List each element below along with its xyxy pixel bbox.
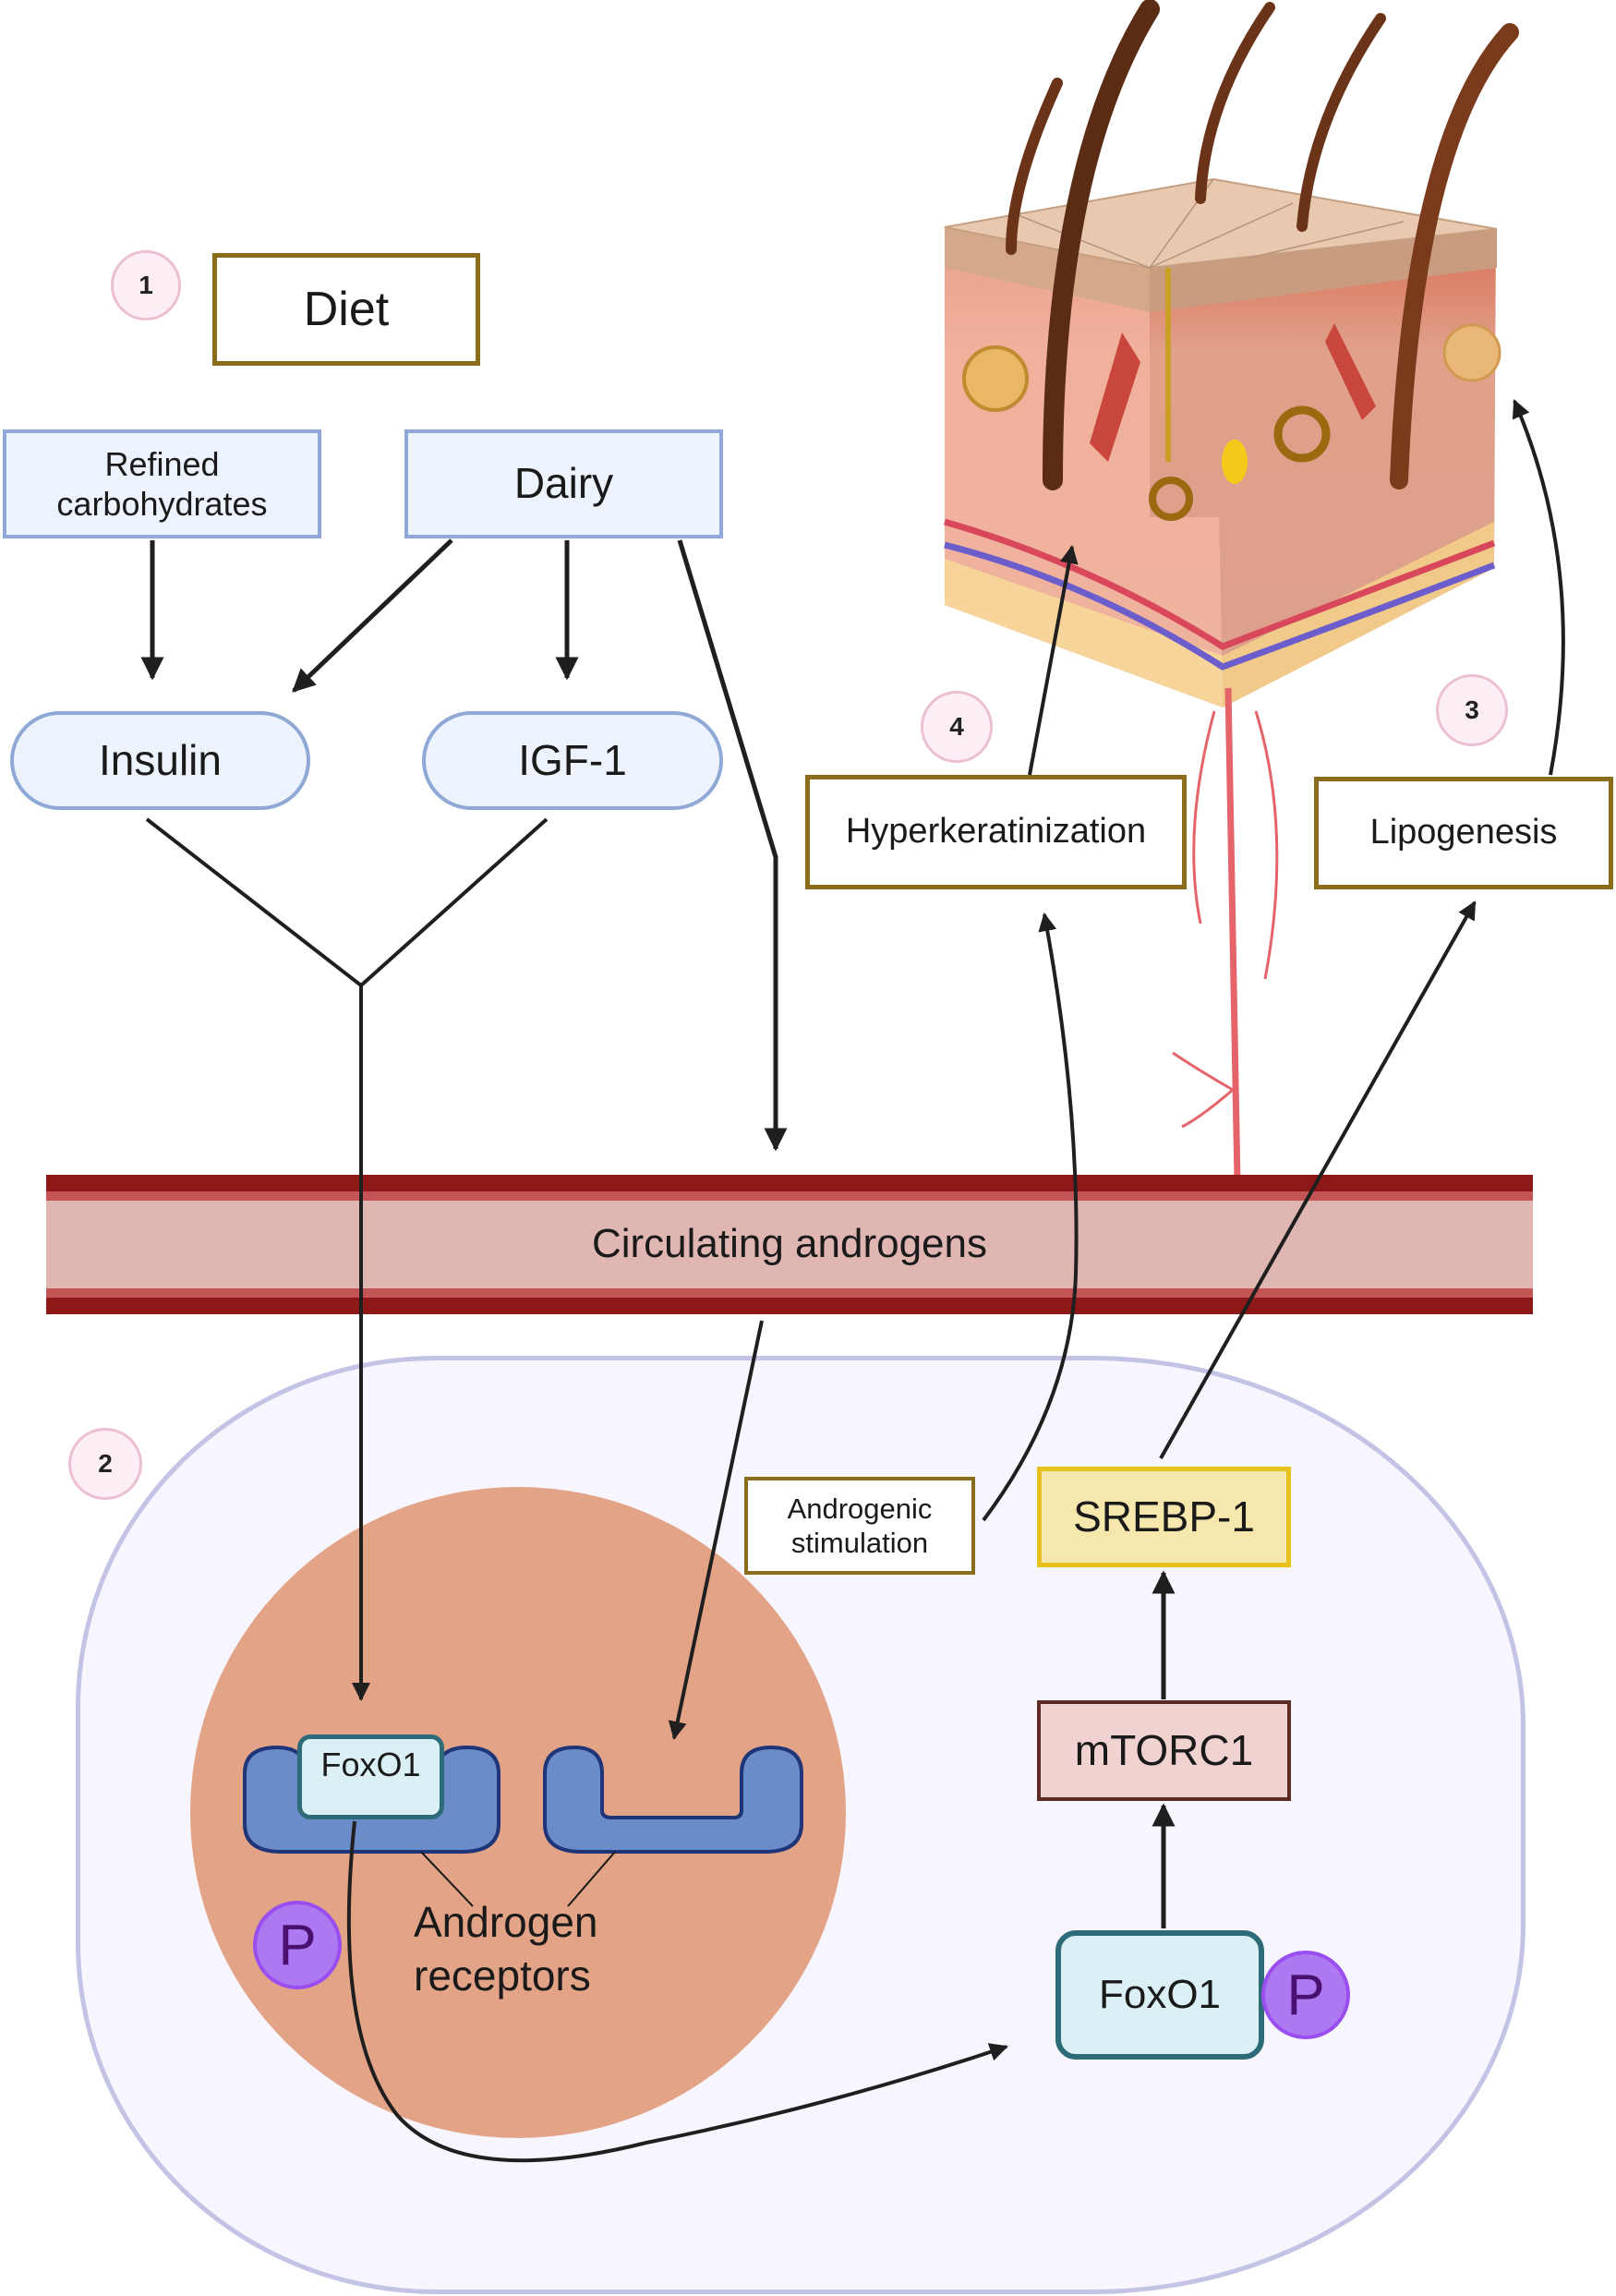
androgenic-line1: Androgenic (787, 1492, 933, 1525)
phosphate-label: P (278, 1913, 317, 1977)
arrow-foxo1-export (346, 1820, 1008, 2163)
diet-label: Diet (303, 282, 390, 336)
step-4-badge: 4 (921, 691, 993, 763)
igf1-label: IGF-1 (518, 735, 627, 784)
dairy-box: Dairy (404, 429, 723, 538)
insulin-label: Insulin (99, 735, 222, 784)
foxo1-label: FoxO1 (1098, 1971, 1222, 2017)
phosphate-icon: P (253, 1901, 342, 1989)
lipogenesis-label: Lipogenesis (1369, 813, 1558, 852)
arrow-androgens-to-receptor (668, 1320, 764, 1740)
mtorc1-label: mTORC1 (1074, 1725, 1254, 1774)
arrow-srebp1-to-lipogenesis (1159, 900, 1477, 1459)
vessel-icon (1224, 687, 1241, 1183)
androgenic-stimulation-box: Androgenic stimulation (744, 1477, 975, 1575)
arrow-lipogenesis-to-skin (1512, 399, 1565, 776)
fat-layer-left (945, 559, 1223, 707)
step-1-badge: 1 (111, 250, 181, 320)
mtorc1-box: mTORC1 (1037, 1700, 1291, 1801)
refined-carbs-line1: Refined (104, 444, 220, 483)
sebaceous-gland-icon (962, 345, 1029, 412)
receptor-label-line (420, 1851, 474, 1907)
androgen-receptor-right (543, 1745, 803, 1854)
diet-box: Diet (212, 253, 480, 366)
hyperkeratinization-box: Hyperkeratinization (805, 775, 1187, 889)
line-insulin-igf1-merge (145, 817, 549, 988)
foxo1-nuclear-label: FoxO1 (320, 1746, 421, 1783)
refined-carbohydrates-box: Refined carbohydrates (3, 429, 321, 538)
refined-carbs-line2: carbohydrates (56, 485, 268, 523)
phosphate-icon: P (1261, 1951, 1350, 2039)
arrow-dairy-to-androgens (677, 539, 788, 1152)
dairy-label: Dairy (513, 459, 614, 508)
foxo1-cytoplasm-box: FoxO1 (1055, 1930, 1264, 2060)
circulating-androgens-label: Circulating androgens (591, 1221, 988, 1267)
epidermis-left (945, 227, 1150, 312)
receptor-label-line (567, 1851, 616, 1907)
epidermis-right (1150, 229, 1497, 312)
foxo1-nuclear-box: FoxO1 (297, 1734, 444, 1819)
srebp1-box: SREBP-1 (1037, 1467, 1291, 1567)
lipogenesis-box: Lipogenesis (1314, 777, 1613, 889)
hair-icon (1006, 78, 1063, 255)
step-3-badge: 3 (1436, 674, 1508, 746)
phosphate-label-2: P (1286, 1963, 1325, 2027)
srebp1-label: SREBP-1 (1073, 1492, 1255, 1541)
step-2-badge: 2 (68, 1428, 142, 1500)
igf1-pill: IGF-1 (422, 711, 723, 810)
receptors-line1: Androgen (414, 1898, 598, 1946)
receptors-line2: receptors (414, 1952, 591, 2000)
skin-surface (944, 177, 1498, 270)
androgen-receptors-label: Androgen receptors (414, 1895, 598, 2002)
arrow-hyperkeratinization-to-skin (1028, 545, 1079, 776)
androgenic-line2: stimulation (790, 1527, 929, 1559)
arrow-dairy-to-insulin (292, 538, 453, 693)
hyperkeratinization-label: Hyperkeratinization (845, 812, 1147, 852)
insulin-pill: Insulin (10, 711, 310, 810)
arrow-androgenic-to-hyperkeratinization (982, 912, 1079, 1522)
blood-vessel-band: Circulating androgens (46, 1175, 1533, 1314)
